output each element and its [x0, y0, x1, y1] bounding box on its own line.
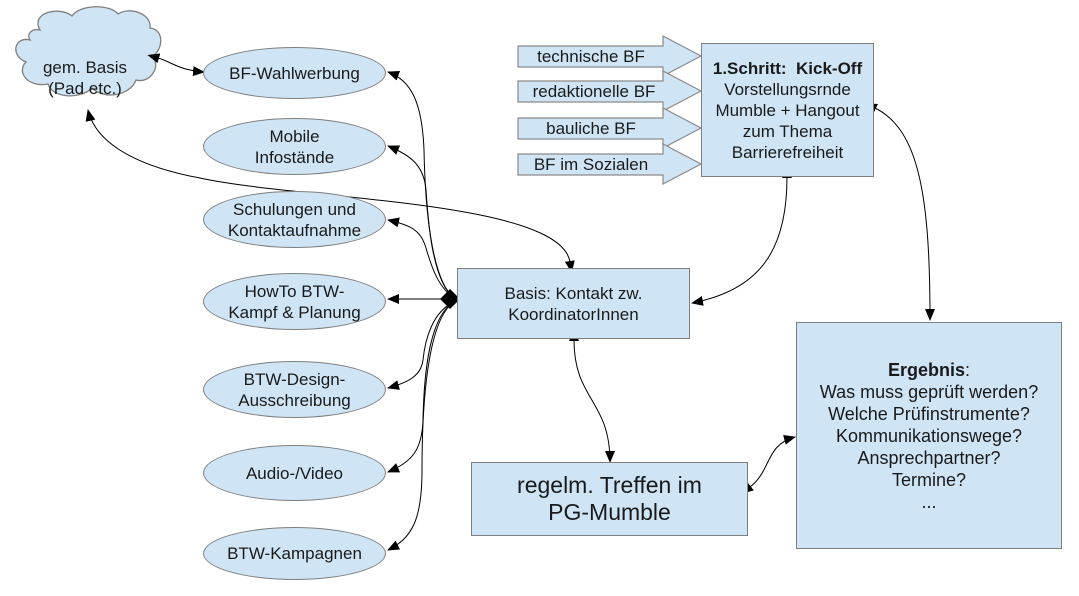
node-design[interactable]: BTW-Design- Ausschreibung — [203, 361, 386, 418]
input-arrow-shape — [517, 107, 703, 149]
node-audio-video[interactable]: Audio-/Video — [203, 445, 386, 501]
node-label: HowTo BTW- Kampf & Planung — [228, 281, 361, 322]
node-kickoff[interactable]: 1.Schritt: Kick-Off Vorstellungsrnde Mum… — [701, 43, 874, 177]
ergebnis-colon: : — [965, 359, 971, 380]
input-arrow-shape — [517, 70, 703, 112]
ergebnis-heading: Ergebnis: — [888, 359, 970, 381]
node-label: BTW-Kampagnen — [227, 544, 362, 563]
input-arrow-technische[interactable]: technische BF — [520, 46, 662, 68]
node-bf-wahlwerbung[interactable]: BF-Wahlwerbung — [203, 47, 386, 99]
treffen-label: regelm. Treffen im PG-Mumble — [517, 472, 702, 525]
link-cloud-bfwahl — [147, 53, 205, 77]
input-arrow-shape — [517, 35, 703, 77]
link-hub-schulungen — [387, 217, 456, 300]
arrow-label: bauliche BF — [546, 119, 636, 138]
node-kampagnen[interactable]: BTW-Kampagnen — [203, 527, 386, 580]
node-basis[interactable]: Basis: Kontakt zw. KoordinatorInnen — [457, 268, 690, 339]
link-basis-cloud — [85, 109, 575, 273]
cloud-label: gem. Basis (Pad etc.) — [42, 58, 128, 98]
kickoff-title: 1.Schritt: Kick-Off — [712, 58, 863, 78]
link-hub-design — [387, 300, 456, 390]
link-treffen-ergebnis — [741, 435, 796, 494]
link-kickoff-basis — [691, 166, 792, 306]
arrow-label: redaktionelle BF — [532, 82, 656, 101]
link-hub-mobile — [387, 145, 456, 300]
node-howto[interactable]: HowTo BTW- Kampf & Planung — [203, 273, 386, 330]
node-label: BF-Wahlwerbung — [229, 63, 360, 83]
input-arrow-shape — [517, 143, 703, 185]
node-label: Audio-/Video — [245, 463, 344, 483]
link-hub-kampagnen — [387, 300, 456, 551]
node-label: BTW-Design- Ausschreibung — [238, 369, 351, 410]
cloud-gem-basis[interactable]: gem. Basis (Pad etc.) — [20, 36, 150, 99]
cloud-shape — [15, 6, 162, 97]
node-treffen[interactable]: regelm. Treffen im PG-Mumble — [471, 462, 748, 536]
basis-label: Basis: Kontakt zw. KoordinatorInnen — [504, 283, 643, 324]
node-schulungen[interactable]: Schulungen und Kontaktaufnahme — [203, 191, 386, 248]
link-kickoff-ergebnis — [865, 103, 935, 321]
input-arrow-bauliche[interactable]: bauliche BF — [520, 118, 662, 140]
input-arrow-shapes — [517, 35, 703, 185]
input-arrow-redaktionelle[interactable]: redaktionelle BF — [520, 81, 668, 103]
arrow-label: BF im Sozialen — [533, 155, 649, 174]
ergebnis-title: Ergebnis — [887, 359, 965, 380]
node-label: Mobile Infostände — [254, 126, 335, 167]
link-hub-bfwahl — [387, 71, 456, 300]
link-basis-treffen — [569, 329, 615, 463]
node-ergebnis[interactable]: Ergebnis: Was muss geprüft werden? Welch… — [796, 322, 1062, 549]
node-mobile-infostaende[interactable]: Mobile Infostände — [203, 118, 386, 175]
link-hub-audio — [387, 300, 456, 473]
hub-diamond — [440, 289, 460, 309]
ergebnis-lines: Was muss geprüft werden? Welche Prüfinst… — [819, 381, 1039, 512]
node-label: Schulungen und Kontaktaufnahme — [227, 199, 362, 240]
kickoff-body: Vorstellungsrnde Mumble + Hangout zum Th… — [715, 79, 860, 162]
arrow-label: technische BF — [537, 47, 645, 66]
input-arrow-sozialen[interactable]: BF im Sozialen — [520, 154, 662, 176]
